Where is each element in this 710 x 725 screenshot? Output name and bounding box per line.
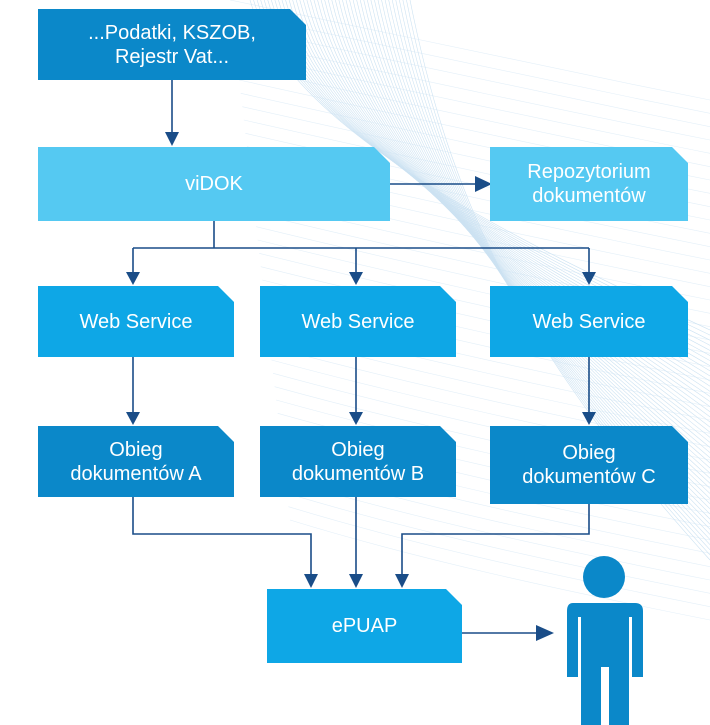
arrow-head xyxy=(582,272,596,285)
arrow-head xyxy=(126,272,140,285)
arrow-head xyxy=(536,625,554,641)
arrow-head xyxy=(349,574,363,588)
arrow-head xyxy=(582,412,596,425)
arrow-head xyxy=(165,132,179,146)
arrow-head xyxy=(395,574,409,588)
node-epuap: ePUAP xyxy=(267,589,462,663)
arrow-head xyxy=(349,412,363,425)
edge-flow-epuap xyxy=(132,497,590,576)
node-repository: Repozytorium dokumentów xyxy=(490,147,688,221)
node-web-service-b: Web Service xyxy=(260,286,456,357)
arrow-head xyxy=(304,574,318,588)
node-flow-a: Obieg dokumentów A xyxy=(38,426,234,497)
node-sources: ...Podatki, KSZOB, Rejestr Vat... xyxy=(38,9,306,80)
arrow-head xyxy=(126,412,140,425)
node-vidok: viDOK xyxy=(38,147,390,221)
node-web-service-c: Web Service xyxy=(490,286,688,357)
arrow-head xyxy=(349,272,363,285)
arrow-head xyxy=(475,176,492,192)
edge-ws-flow xyxy=(132,357,590,416)
node-flow-b: Obieg dokumentów B xyxy=(260,426,456,497)
node-web-service-a: Web Service xyxy=(38,286,234,357)
node-flow-c: Obieg dokumentów C xyxy=(490,426,688,504)
person-icon xyxy=(567,556,643,725)
edge-vidok-ws xyxy=(132,221,590,276)
